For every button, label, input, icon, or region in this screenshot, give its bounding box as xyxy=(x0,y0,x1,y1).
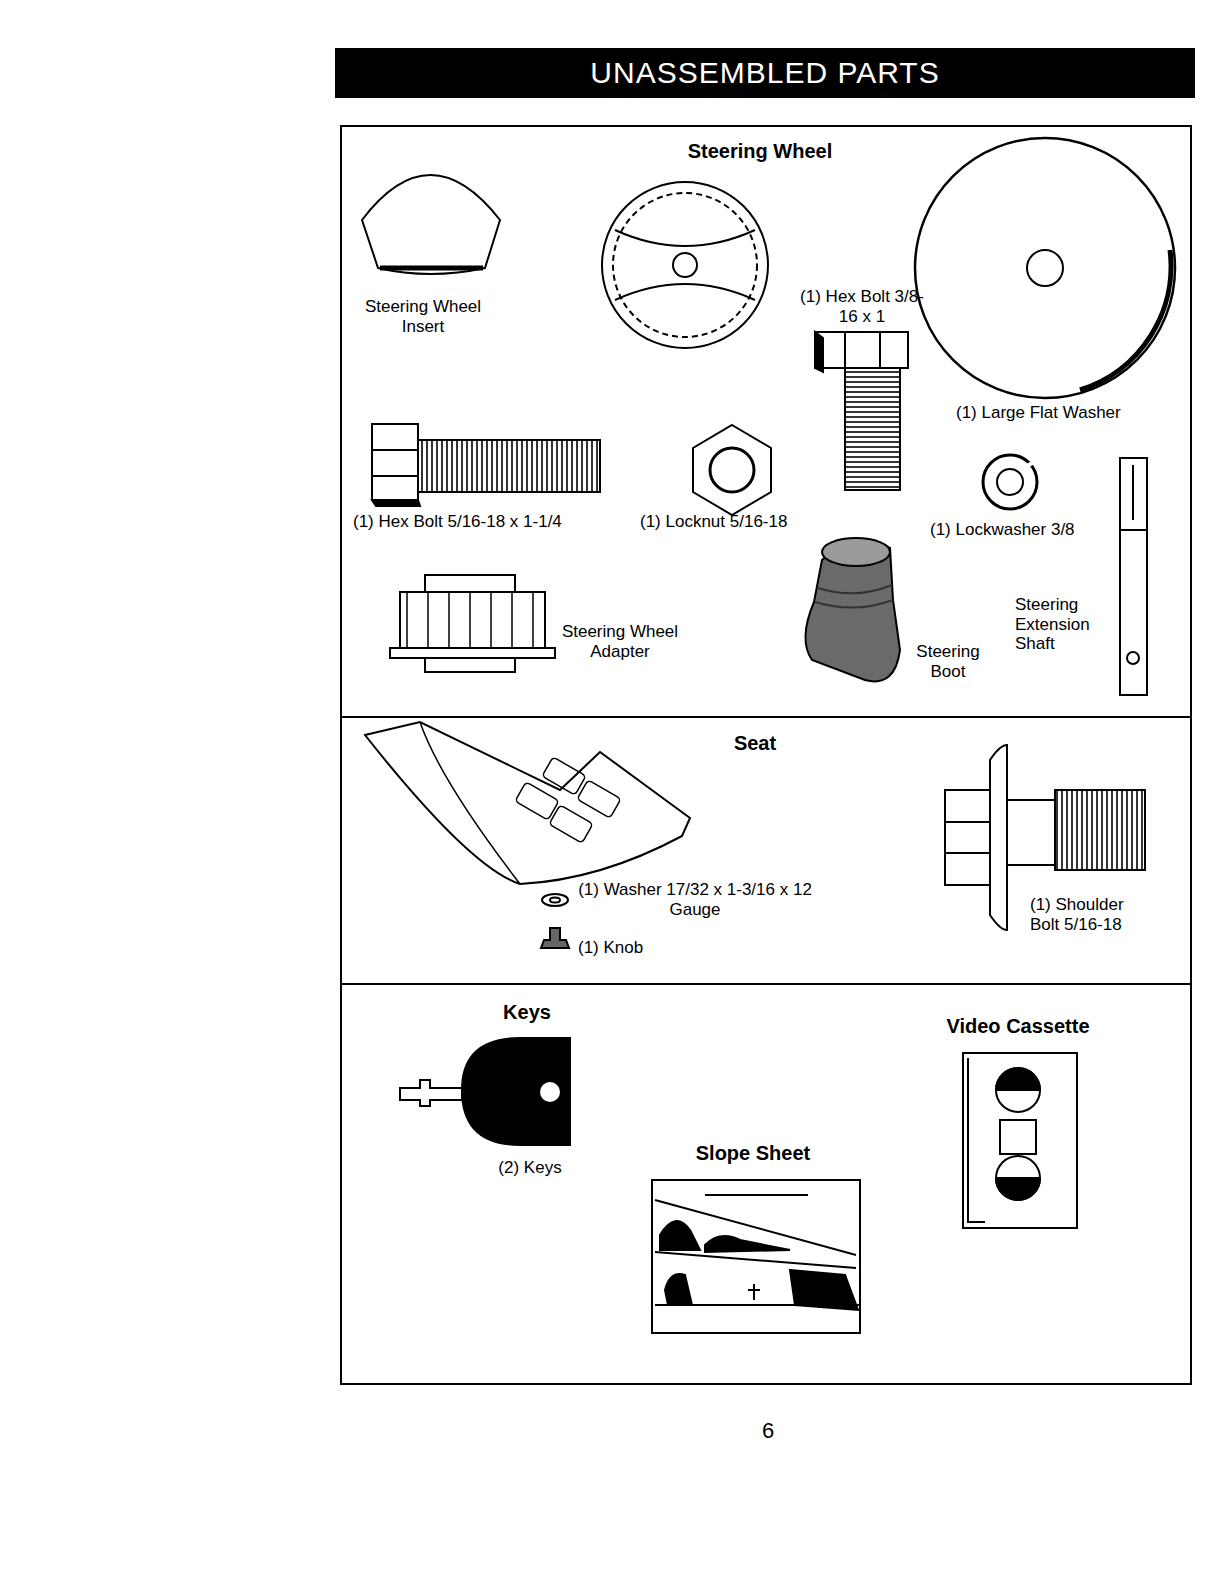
part-label: (1) Hex Bolt 3/8-16 x 1 xyxy=(800,287,924,326)
locknut xyxy=(693,425,771,515)
wheel-adapter xyxy=(400,592,545,648)
part-label: Steering Extension Shaft xyxy=(1015,595,1115,654)
section-heading: Keys xyxy=(503,1001,551,1024)
adapter-rib xyxy=(511,592,513,648)
section-heading: Video Cassette xyxy=(946,1015,1089,1038)
section-heading: Slope Sheet xyxy=(696,1142,810,1165)
key-blade xyxy=(400,1080,462,1106)
seat-washer xyxy=(542,894,568,906)
washer-hole xyxy=(1027,250,1063,286)
bolt-head xyxy=(372,424,418,500)
wheel-spoke xyxy=(615,284,755,300)
video-cassette xyxy=(963,1053,1077,1228)
wheel-insert xyxy=(362,175,500,274)
part-label: (1) Locknut 5/16-18 xyxy=(640,512,840,532)
part-label: Steering Boot xyxy=(902,642,994,681)
part-label: Steering Wheel Adapter xyxy=(545,622,695,661)
adapter-rib xyxy=(427,592,429,648)
part-label: (1) Shoulder Bolt 5/16-18 xyxy=(1030,895,1155,934)
title: UNASSEMBLED PARTS xyxy=(590,56,939,90)
part-label: (1) Washer 17/32 x 1-3/16 x 12 Gauge xyxy=(570,880,820,919)
steering-wheel xyxy=(602,182,768,348)
wheel-hub xyxy=(673,253,697,277)
part-label: (1) Lockwasher 3/8 xyxy=(930,520,1120,540)
part-label: (1) Knob xyxy=(578,938,698,958)
shaft-hole xyxy=(1127,652,1139,664)
part-label: (1) Hex Bolt 5/16-18 x 1-1/4 xyxy=(353,512,623,532)
shoulder-bolt-thread xyxy=(1055,790,1145,870)
adapter-rib xyxy=(448,592,450,648)
seat xyxy=(365,722,690,884)
seat-knob xyxy=(541,928,569,948)
wheel-insert-rim xyxy=(380,266,483,271)
bolt-head xyxy=(815,332,908,368)
cassette-window xyxy=(1000,1120,1036,1154)
bolt-shank xyxy=(845,368,900,490)
washer-shade xyxy=(1080,250,1171,390)
extension-shaft xyxy=(1120,458,1147,695)
large-flat-washer xyxy=(915,138,1175,398)
key-head xyxy=(462,1038,570,1145)
lockwasher xyxy=(983,455,1037,509)
bolt-shank xyxy=(418,440,600,492)
slope-sheet xyxy=(652,1180,860,1333)
part-label: (2) Keys xyxy=(470,1158,590,1178)
section-heading: Steering Wheel xyxy=(688,140,832,163)
page-number: 6 xyxy=(738,1418,798,1443)
adapter-rib xyxy=(532,592,534,648)
adapter-rib xyxy=(469,592,471,648)
parts-panel: KeysSlope Sheet Video Cassette xyxy=(340,983,1192,1385)
adapter-rib xyxy=(406,592,408,648)
title-band: UNASSEMBLED PARTS xyxy=(335,48,1195,98)
steering-wheel-grip xyxy=(613,193,757,337)
nut-hole xyxy=(710,448,754,492)
part-label: Steering Wheel Insert xyxy=(358,297,488,336)
shoulder-bolt-head xyxy=(945,790,990,885)
part-label: (1) Large Flat Washer xyxy=(956,403,1186,423)
parts-panel: Seat xyxy=(340,716,1192,985)
lockwasher-hole xyxy=(997,469,1023,495)
adapter-rib xyxy=(490,592,492,648)
shoulder-bolt-flange xyxy=(990,745,1007,930)
adapter-cap xyxy=(425,575,515,592)
section-heading: Seat xyxy=(734,732,776,755)
wheel-spoke xyxy=(615,230,755,246)
